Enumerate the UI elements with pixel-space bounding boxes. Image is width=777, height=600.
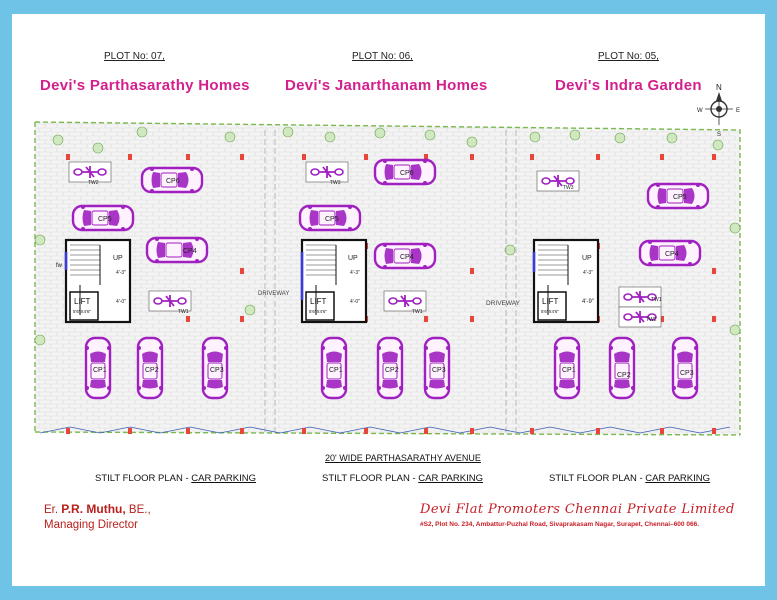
- plot-05-car-cp4: CP4: [665, 251, 679, 258]
- plot-06-lift-size: 5'6"X4'6": [309, 309, 327, 314]
- plot-06-car-cp1: CP1: [329, 367, 343, 374]
- plot-06-name: Devi's Janarthanam Homes: [285, 77, 488, 94]
- plot-07-fw-label: fw: [56, 263, 63, 269]
- plot-07-driveway-label: DRIVEWAY: [258, 291, 289, 297]
- plot-07-car-cp3: CP3: [210, 367, 224, 374]
- plot-05-core: UP 4'-3" 4'-9" LIFT 5'6"X4'6": [532, 238, 600, 324]
- plot-07-plan-label: STILT FLOOR PLAN - CAR PARKING: [95, 473, 257, 484]
- plot-divider-2: [505, 130, 517, 432]
- plot-05-cars: CP5 CP4 CP1 CP2 CP3: [552, 181, 710, 400]
- plot-05-bikes: TW3 TW1 TW2: [536, 170, 662, 328]
- plot-06-car-cp5: CP5: [325, 216, 339, 223]
- engineer-name: Er. P.R. Muthu, BE.,: [44, 502, 151, 516]
- plot-06-up-label: UP: [348, 255, 358, 262]
- plot-divider-1: [264, 130, 276, 432]
- plot-05-dim-a: 4'-3": [583, 270, 593, 276]
- plot-06-lift-label: LIFT: [310, 297, 327, 306]
- street-label: 20' WIDE PARTHASARATHY AVENUE: [325, 453, 481, 463]
- plot-no-05: PLOT No: 05,: [598, 51, 659, 62]
- plot-07-dim-b: 4'-0": [116, 299, 126, 305]
- plot-07-bikes: TW2 TW1: [68, 161, 192, 315]
- plot-07-car-cp6: CP6: [166, 178, 180, 185]
- plot-07-dim-a: 4'-3": [116, 270, 126, 276]
- plot-07-car-cp2: CP2: [145, 367, 159, 374]
- plot-05-dim-b: 4'-9": [582, 299, 594, 305]
- plot-05-lift-label: LIFT: [542, 297, 559, 306]
- compass-n: N: [716, 83, 722, 92]
- plot-06-dim-b: 4'-0": [350, 299, 360, 305]
- plot-05-lift-size: 5'6"X4'6": [541, 309, 559, 314]
- plot-06-car-cp2: CP2: [385, 367, 399, 374]
- plot-05-driveway-label: DRIVEWAY: [486, 300, 521, 307]
- plot-05-up-label: UP: [582, 255, 592, 262]
- compass-icon: N S E W: [697, 83, 740, 138]
- plot-no-06: PLOT No: 06,: [352, 51, 413, 62]
- shrubs: [34, 126, 741, 346]
- plot-06-bikes: TW3 TW1: [305, 161, 427, 315]
- compass-s: S: [717, 132, 721, 138]
- company-address: #S2, Plot No. 234, Ambattur-Puzhal Road,…: [420, 521, 699, 528]
- company-name: Devi Flat Promoters Chennai Private Limi…: [420, 502, 735, 517]
- plot-07-cars: CP6 CP5 CP4 CP1 CP2 CP3: [71, 165, 230, 400]
- plot-05-car-cp1: CP1: [562, 367, 576, 374]
- plot-07-bike-tw2: TW2: [88, 180, 99, 186]
- plot-06-bike-tw3: TW3: [330, 180, 341, 186]
- plot-07-car-cp5: CP5: [98, 216, 112, 223]
- plot-07-bike-tw1: TW1: [178, 309, 189, 315]
- plot-05-bike-tw2: TW2: [646, 317, 657, 323]
- plot-07-up-label: UP: [113, 255, 123, 262]
- plot-06-car-cp4: CP4: [400, 254, 414, 261]
- plot-06-plan-label: STILT FLOOR PLAN - CAR PARKING: [322, 473, 484, 484]
- plot-05-bike-tw3: TW3: [563, 185, 574, 191]
- plot-06-bike-tw1: TW1: [412, 309, 423, 315]
- plot-05-bike-tw1: TW1: [651, 297, 662, 303]
- plot-06-core: UP 4'-3" 4'-0" LIFT 5'6"X4'6": [300, 238, 368, 324]
- plot-07-car-cp4: CP4: [183, 248, 197, 255]
- plot-07-name: Devi's Parthasarathy Homes: [40, 77, 250, 94]
- plot-06-car-cp6: CP6: [400, 170, 414, 177]
- plot-07-car-cp1: CP1: [93, 367, 107, 374]
- front-gates: [39, 426, 731, 434]
- compass-e: E: [736, 108, 740, 114]
- plot-07-lift-size: 5'6"X4'6": [73, 309, 91, 314]
- plot-no-07: PLOT No: 07,: [104, 51, 165, 62]
- plot-05-car-cp3: CP3: [680, 370, 694, 377]
- plot-05-car-cp2: CP2: [617, 372, 631, 379]
- plot-07-lift-label: LIFT: [74, 297, 91, 306]
- plot-06-cars: CP6 CP5 CP4 CP1 CP2 CP3: [298, 157, 452, 400]
- plot-07-core: UP 4'-3" 4'-0" LIFT 5'6"X4'6" fw: [56, 238, 132, 324]
- plot-06-car-cp3: CP3: [432, 367, 446, 374]
- engineer-title: Managing Director: [44, 519, 138, 531]
- plot-05-name: Devi's Indra Garden: [555, 77, 702, 94]
- plot-06-dim-a: 4'-3": [350, 270, 360, 276]
- compass-w: W: [697, 108, 703, 114]
- plot-05-car-cp5: CP5: [673, 194, 687, 201]
- plot-05-plan-label: STILT FLOOR PLAN - CAR PARKING: [549, 473, 711, 484]
